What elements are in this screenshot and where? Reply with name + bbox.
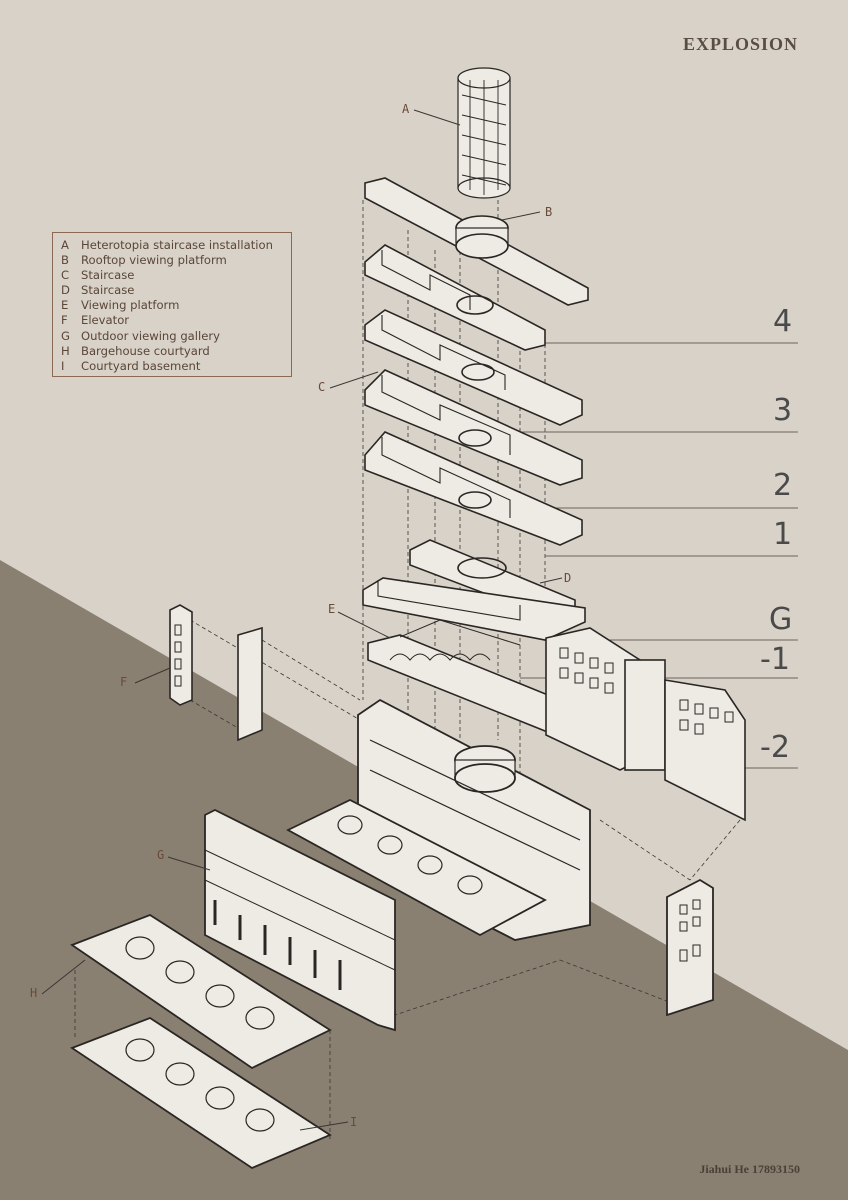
legend-label: Elevator [81, 313, 130, 328]
legend-item: D Staircase [61, 283, 283, 298]
elevator-shaft [169, 604, 263, 742]
floor-label-4: 4 [773, 304, 793, 339]
callout-g: G [157, 848, 165, 862]
floor-label-g: G [769, 602, 793, 637]
legend-label: Viewing platform [81, 298, 180, 313]
legend-label: Staircase [81, 283, 135, 298]
callout-a: A [402, 102, 410, 116]
legend-item: H Bargehouse courtyard [61, 344, 283, 359]
callout-d: D [564, 571, 572, 585]
floor-label-minus-1: -1 [760, 642, 790, 677]
legend-label: Staircase [81, 268, 135, 283]
floor-4-plate [364, 244, 546, 351]
legend-key: C [61, 268, 70, 283]
legend-item: I Courtyard basement [61, 359, 283, 374]
legend-key: D [61, 283, 70, 298]
legend-key: E [61, 298, 69, 313]
detached-wall-panel [666, 878, 714, 1017]
floor-3-plate [364, 309, 583, 426]
page-title: EXPLOSION [682, 34, 798, 54]
bargehouse-courtyard [70, 913, 332, 1070]
legend-item: B Rooftop viewing platform [61, 253, 283, 268]
outdoor-viewing-gallery [204, 808, 396, 1032]
callout-leaders [41, 109, 563, 1131]
legend-item: A Heterotopia staircase installation [61, 238, 283, 253]
legend-key: F [61, 313, 68, 328]
legend-label: Rooftop viewing platform [81, 253, 227, 268]
floor-1-plate [364, 431, 583, 546]
legend-item: F Elevator [61, 313, 283, 328]
legend-key: G [61, 328, 70, 343]
callout-f: F [120, 675, 128, 689]
legend-label: Courtyard basement [81, 358, 201, 373]
floor-label-minus-2: -2 [760, 730, 790, 765]
legend-item: G Outdoor viewing gallery [61, 329, 283, 344]
floor-label-3: 3 [773, 393, 793, 428]
ground-floor-plate [362, 539, 586, 641]
legend-key: I [61, 358, 65, 373]
author-credit: Jiahui He 17893150 [699, 1162, 800, 1176]
floor-2-plate [364, 369, 583, 486]
east-facade-panels [545, 627, 746, 822]
rooftop-platform [364, 177, 589, 306]
callout-c: C [318, 380, 326, 394]
callout-b: B [545, 205, 553, 219]
legend-key: H [61, 343, 70, 358]
callout-e: E [328, 602, 336, 616]
legend-label: Heterotopia staircase installation [81, 238, 273, 252]
main-building [286, 698, 591, 941]
legend-box: A Heterotopia staircase installation B Roo… [52, 232, 292, 377]
callout-h: H [30, 986, 38, 1000]
callout-i: I [350, 1115, 358, 1129]
legend-label: Outdoor viewing gallery [81, 328, 220, 343]
floor-label-1: 1 [773, 517, 793, 552]
legend-label: Bargehouse courtyard [81, 343, 210, 358]
legend-key: B [61, 253, 69, 268]
legend-key: A [61, 238, 69, 252]
courtyard-basement [70, 1016, 332, 1170]
floor-label-2: 2 [773, 468, 793, 503]
legend-item: C Staircase [61, 268, 283, 283]
staircase-installation-tower [457, 67, 511, 199]
legend-item: E Viewing platform [61, 298, 283, 313]
